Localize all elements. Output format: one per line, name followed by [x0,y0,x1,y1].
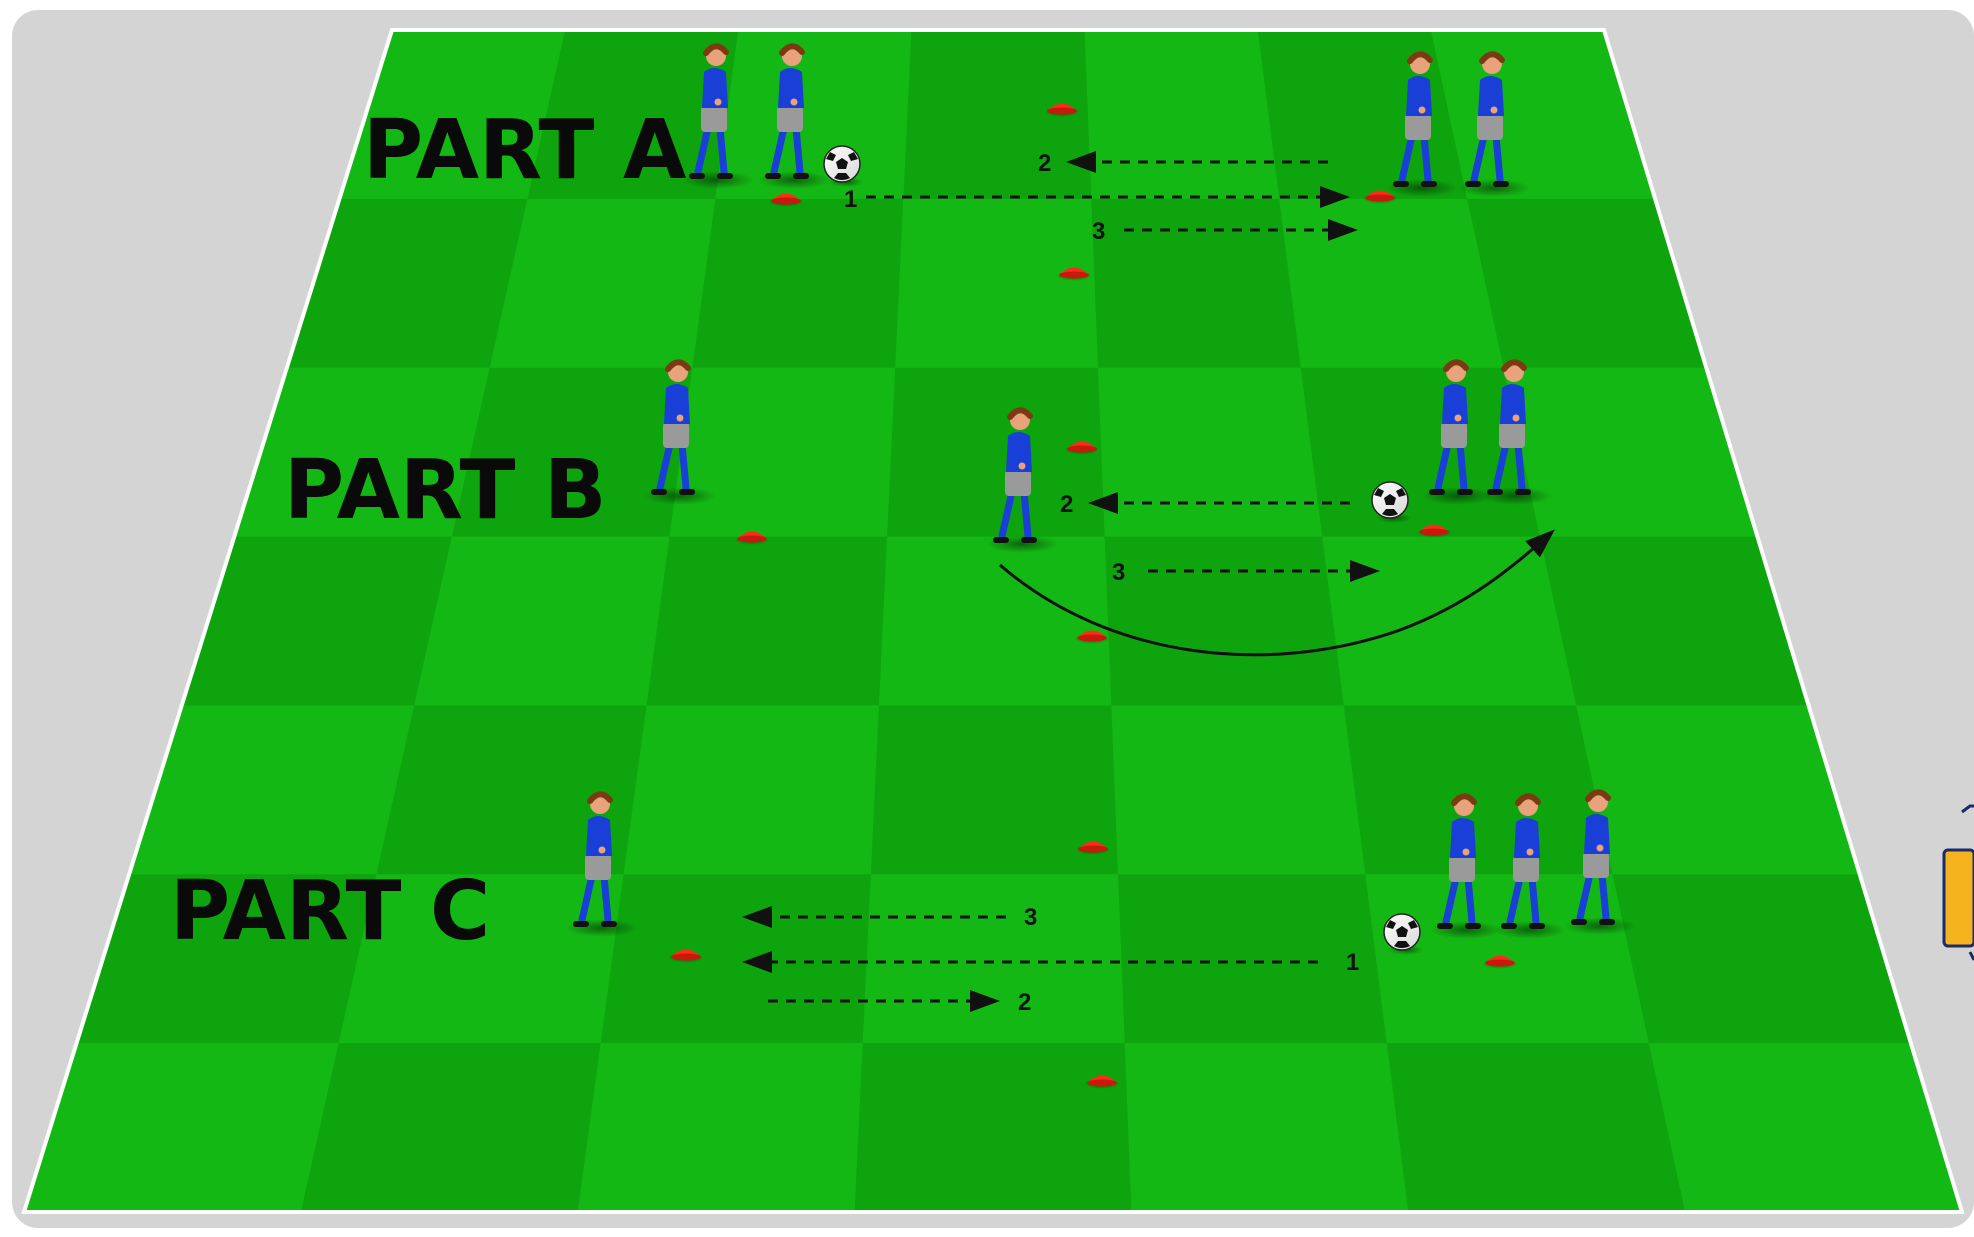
players [566,43,1636,939]
pitch-stripe [376,705,647,875]
part-a-step-3-label: 3 [1092,218,1105,245]
part-b-passes: 2 3 [999,491,1555,657]
pitch-stripe [1612,874,1911,1044]
part-b-label: PART B [284,443,606,538]
pitch-stripe [1257,30,1468,199]
cone-marker [1362,190,1398,204]
balls [823,145,1424,955]
equipment-bag [1942,804,1974,961]
pitch-stripe [1343,705,1613,875]
cone-marker [1075,841,1111,855]
pitch [21,28,1965,1214]
part-a-label: PART A [363,103,687,198]
player-figure [566,791,638,937]
cone-marker [668,949,704,963]
player-figure [1480,359,1552,505]
pitch-stripe [903,30,1092,199]
cone-marker [1416,524,1452,538]
part-b-step-3-label: 3 [1112,559,1125,586]
equipment-bag-body [1942,848,1974,948]
player-figure [1494,793,1566,939]
part-c-label: PART C [170,864,490,959]
pitch-stripe [1539,536,1809,706]
player-figure [1422,359,1494,505]
pitch-checker-pattern [76,30,1911,1212]
equipment-bag-strap [1961,804,1974,814]
pitch-stripe [1104,536,1344,706]
cone-marker [1044,103,1080,117]
pitch-stripe [854,1043,1132,1212]
cone-marker [1482,955,1518,969]
soccer-ball [1383,913,1424,955]
pitch-boundary-line [21,28,1965,1214]
pitch-stripe [76,874,377,1044]
part-c-step-2-label: 2 [1018,989,1031,1016]
cone-marker [1056,267,1092,281]
pitch-stripe [870,705,1119,875]
pitch-stripe [527,30,739,199]
pitch-stripe [1091,198,1301,368]
pitch-stripe [286,198,528,368]
soccer-ball [1371,481,1412,523]
pitch-stripe [646,536,888,706]
cone-marker [768,193,804,207]
player-figure [644,359,716,505]
pitch-stripe [887,367,1105,537]
player-figure [1386,51,1458,197]
part-b-step-2-label: 2 [1060,491,1073,518]
pitch-stripe [692,198,904,368]
pitch-stripe [600,874,871,1044]
pitch-stripe [181,536,452,706]
pitch-stripe [451,367,693,537]
player-figure [1564,789,1636,935]
player-figure [682,43,754,189]
cone-marker [1074,630,1110,644]
part-c-step-1-label: 1 [1346,949,1359,976]
part-c-passes: 1 2 3 [742,904,1359,1016]
pitch-surface [24,30,1962,1212]
cone-marker [734,531,770,545]
part-c-step-3-label: 3 [1024,904,1037,931]
player-figure [986,407,1058,553]
pitch-stripe [300,1043,601,1212]
part-a-step-1-label: 1 [844,186,857,213]
pitch-stripe [1467,198,1707,368]
cones [668,103,1518,1089]
pitch-stripe [1386,1043,1686,1212]
part-b-curved-run-arrow [999,529,1555,657]
equipment-bag-tag [1968,951,1974,961]
player-figure [758,43,830,189]
part-a-passes: 1 2 3 [844,150,1358,245]
part-a-step-2-label: 2 [1038,150,1051,177]
cone-marker [1084,1075,1120,1089]
cone-marker [1064,441,1100,455]
pitch-stripe [1118,874,1387,1044]
player-figure [1430,793,1502,939]
soccer-ball [823,145,864,187]
player-figure [1458,51,1530,197]
